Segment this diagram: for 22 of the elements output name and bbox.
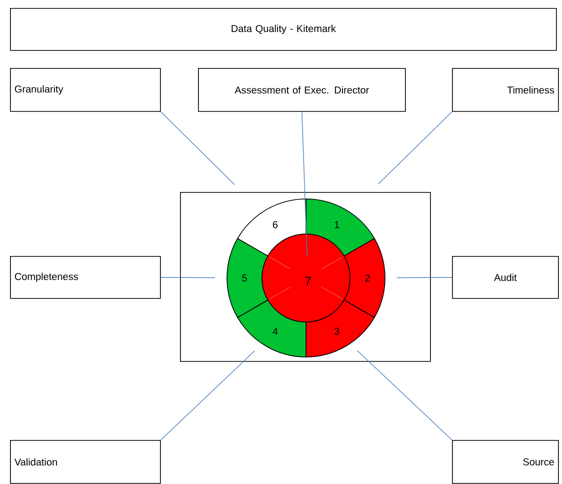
leader-line (378, 111, 452, 184)
leader-line (396, 277, 452, 278)
ring-segment: 5 (226, 238, 268, 318)
ring-segment: 3 (306, 300, 375, 358)
ring-segment: 6 (237, 198, 306, 256)
leader-line (160, 277, 216, 278)
label-box: Timeliness (452, 68, 559, 112)
label-box: Validation (10, 440, 161, 484)
ring-segment: 2 (344, 238, 386, 318)
leader-line (160, 350, 256, 440)
ring-segment: 4 (237, 300, 306, 358)
label-box: Audit (452, 256, 559, 299)
label-box: Granularity (10, 68, 161, 112)
title-box: Data Quality - Kitemark (10, 8, 557, 51)
leader-line (356, 350, 452, 440)
frame-box (180, 192, 431, 362)
leader-line (160, 111, 235, 185)
label-box: Assessment of Exec. Director (198, 68, 406, 112)
leader-line (302, 111, 308, 257)
label-box: Completeness (10, 256, 161, 299)
ring-segment: 1 (306, 198, 375, 256)
label-box: Source (452, 440, 559, 484)
